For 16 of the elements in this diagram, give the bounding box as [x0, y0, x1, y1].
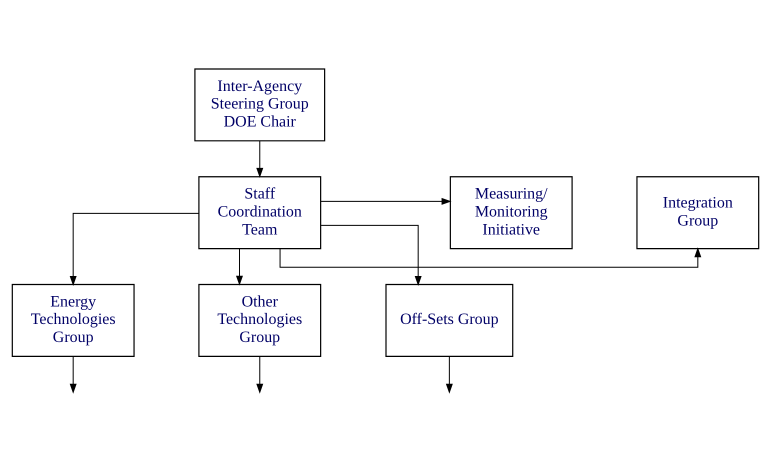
node-box: Energy Technologies Group: [12, 283, 135, 356]
arrow: [256, 140, 264, 178]
arrow: [70, 212, 200, 286]
arrow: [446, 356, 453, 394]
node-box: Off-Sets Group: [385, 283, 514, 356]
arrow: [256, 356, 264, 394]
node-box: Staff Coordination Team: [198, 176, 322, 249]
arrow: [236, 248, 243, 286]
node-box: Inter-Agency Steering Group DOE Chair: [194, 68, 326, 141]
arrow: [280, 246, 702, 268]
arrow: [70, 356, 77, 394]
arrow: [320, 197, 452, 204]
node-box: Integration Group: [636, 176, 760, 249]
node-box: Other Technologies Group: [198, 283, 322, 356]
node-box: Measuring/ Monitoring Initiative: [450, 176, 573, 249]
arrow: [320, 224, 422, 286]
